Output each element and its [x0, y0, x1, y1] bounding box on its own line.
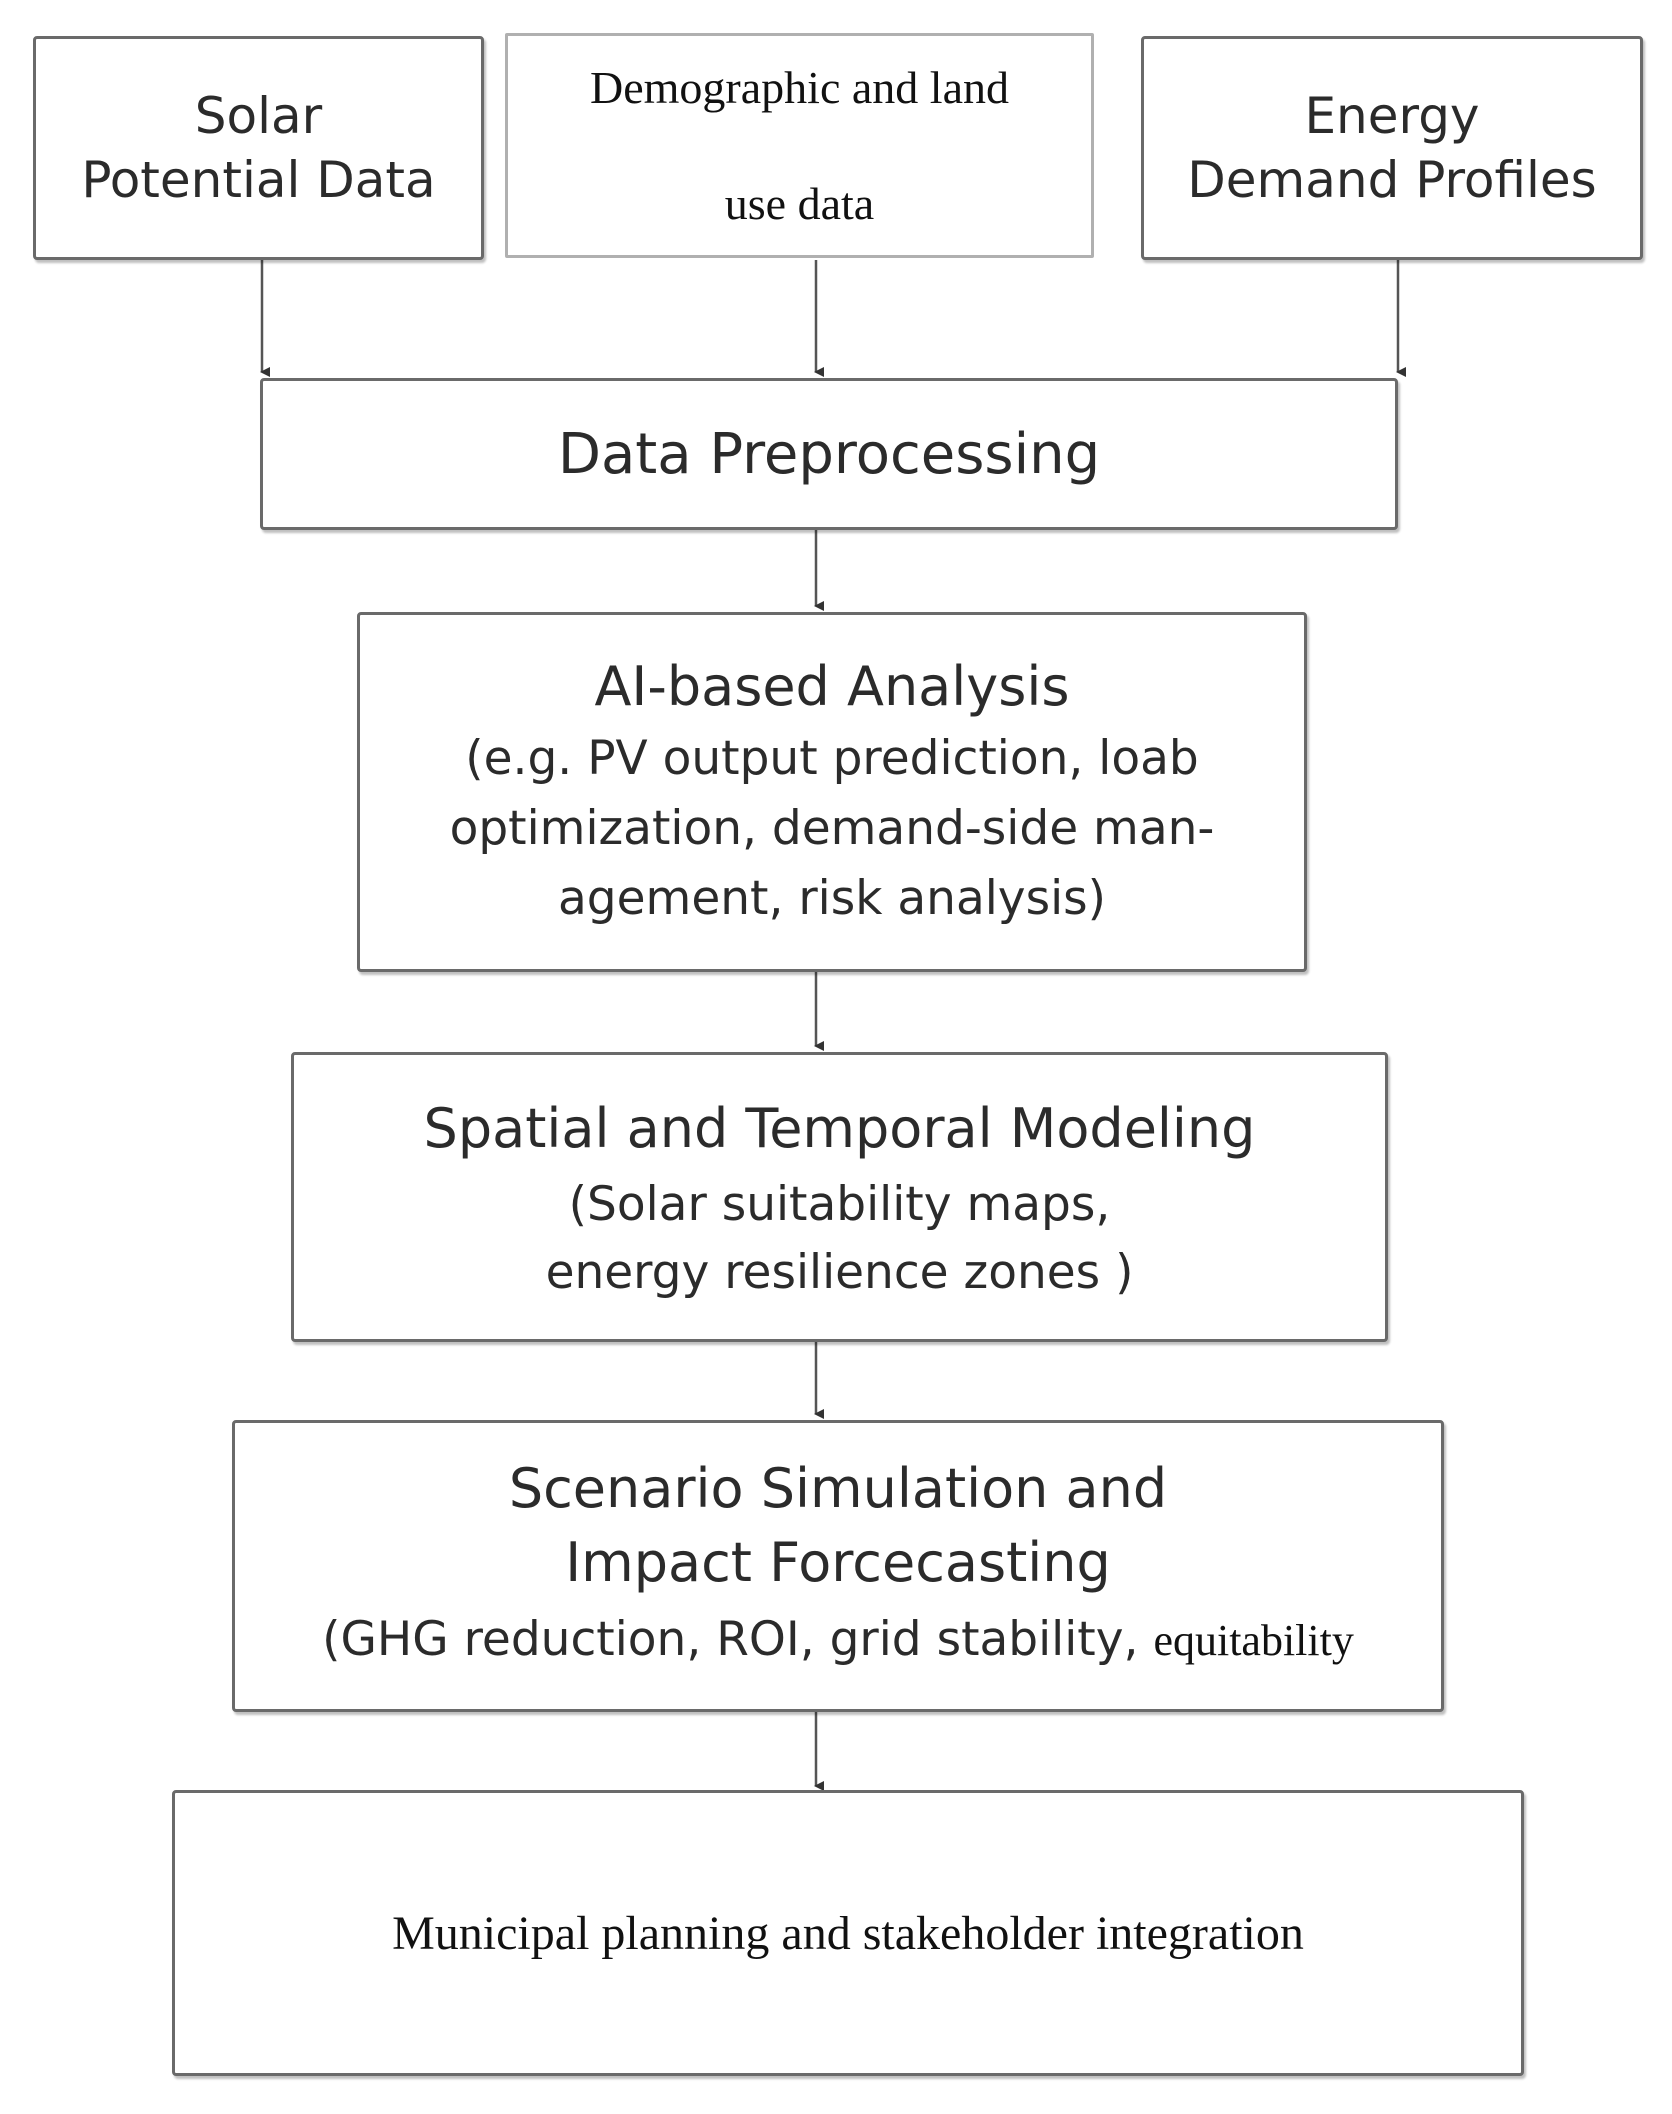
solar-potential-data-box: Solar Potential Data — [33, 36, 484, 260]
scenario-simulation-box: Scenario Simulation and Impact Forcecast… — [232, 1420, 1444, 1712]
box-title: Impact Forcecasting — [565, 1530, 1111, 1594]
box-title: Spatial and Temporal Modeling — [423, 1097, 1256, 1160]
box-detail: energy resilience zones ) — [545, 1245, 1134, 1300]
box-label: Solar — [194, 87, 323, 145]
box-label: Demographic and land — [590, 61, 1009, 113]
box-label: Potential Data — [81, 151, 436, 209]
box-detail: agement, risk analysis) — [557, 871, 1106, 926]
box-title: AI-based Analysis — [594, 655, 1070, 718]
box-detail: optimization, demand-side man- — [449, 801, 1215, 856]
box-detail: (Solar suitability maps, — [568, 1177, 1111, 1232]
municipal-planning-box: Municipal planning and stakeholder integ… — [172, 1790, 1524, 2076]
ai-based-analysis-box: AI-based Analysis (e.g. PV output predic… — [357, 612, 1307, 972]
box-detail: (GHG reduction, ROI, grid stability, — [322, 1611, 1139, 1667]
box-detail: (e.g. PV output prediction, loab — [465, 731, 1199, 786]
box-label: use data — [724, 177, 875, 229]
spatial-temporal-modeling-box: Spatial and Temporal Modeling (Solar sui… — [291, 1052, 1388, 1342]
energy-demand-profiles-box: Energy Demand Profiles — [1141, 36, 1643, 260]
data-preprocessing-box: Data Preprocessing — [260, 378, 1398, 530]
box-label: Municipal planning and stakeholder integ… — [392, 1906, 1304, 1960]
box-detail-line: (GHG reduction, ROI, grid stability, equ… — [322, 1600, 1354, 1681]
box-title: Scenario Simulation and — [508, 1456, 1168, 1520]
box-label: Demand Profiles — [1187, 151, 1597, 209]
box-detail: equitability — [1153, 1615, 1354, 1665]
demographic-land-use-box: Demographic and land use data — [505, 33, 1094, 258]
box-label: Data Preprocessing — [557, 421, 1101, 487]
box-label: Energy — [1304, 87, 1480, 145]
